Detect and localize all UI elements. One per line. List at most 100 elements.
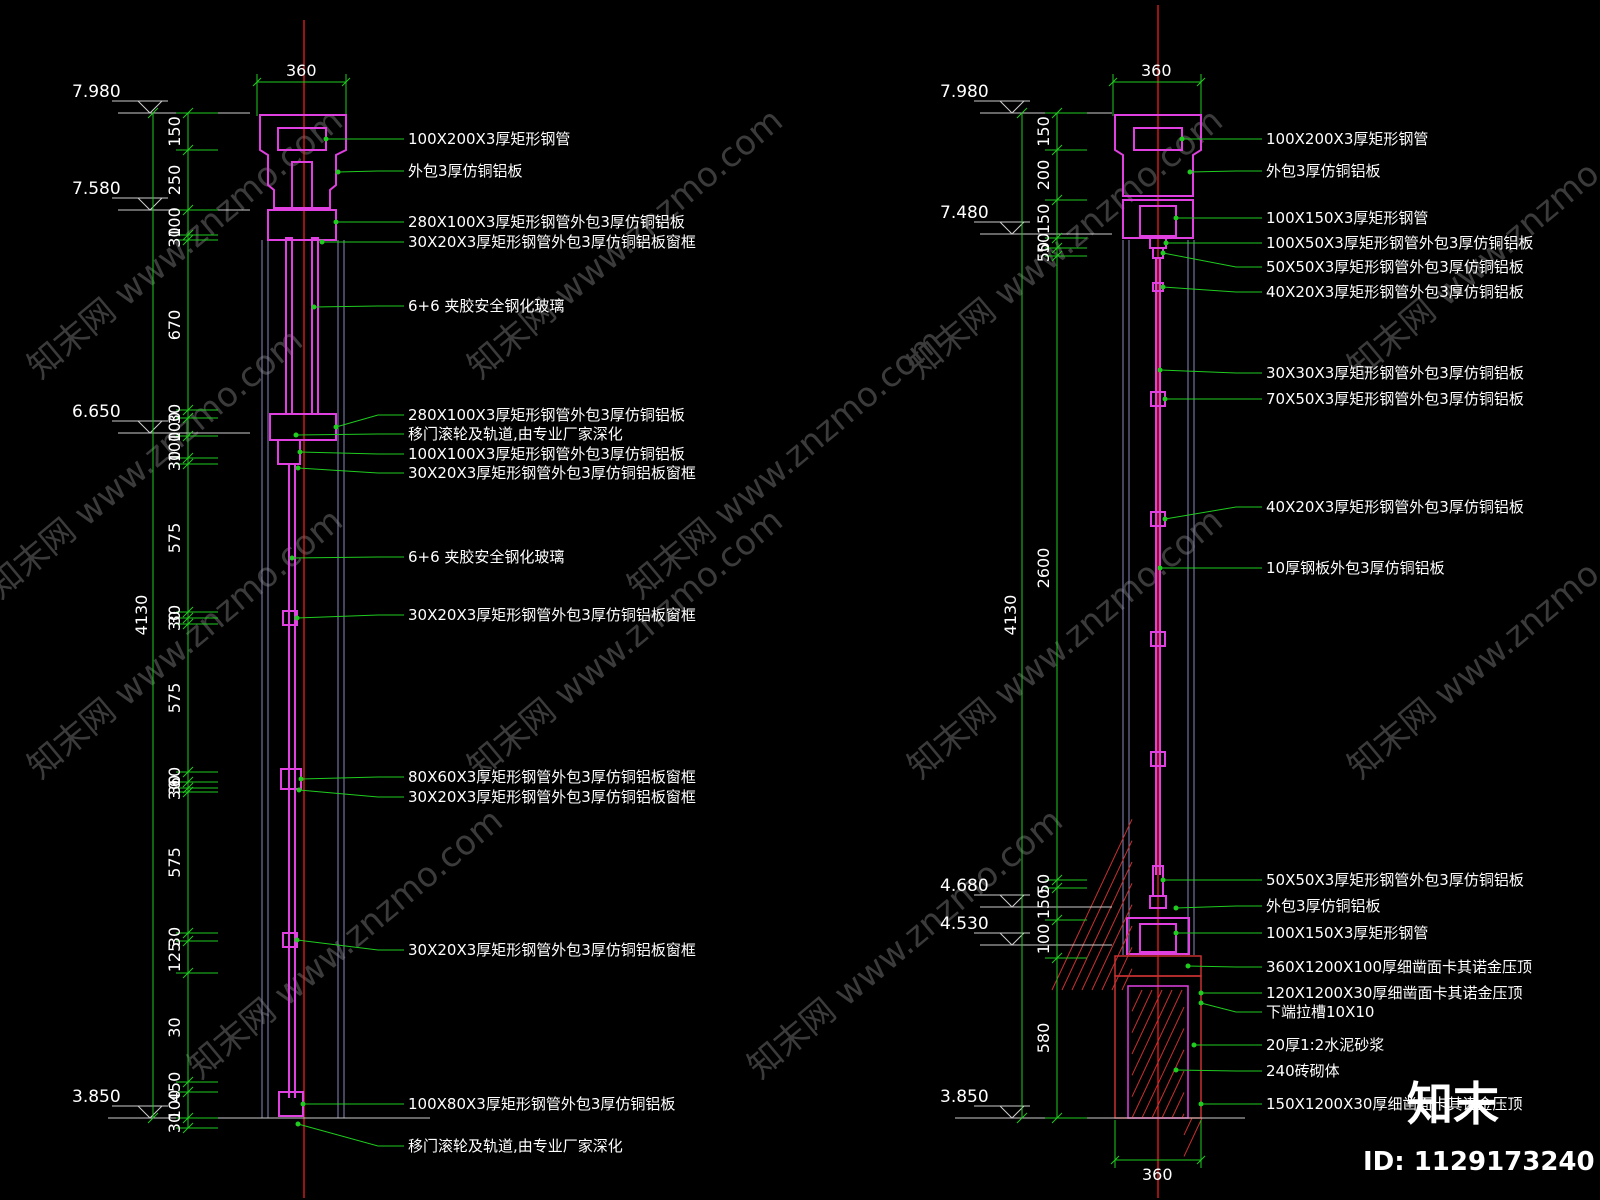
right-bottom-width-label: 360 xyxy=(1142,1165,1173,1184)
right-top-width-dimension xyxy=(1108,74,1206,116)
dimension-label: 30 xyxy=(165,1113,184,1133)
callout-label: 移门滚轮及轨道,由专业厂家深化 xyxy=(408,425,623,443)
level-label: 7.580 xyxy=(72,179,121,199)
dimension-label: 100 xyxy=(165,1090,184,1121)
dimension-label: 100 xyxy=(165,432,184,463)
callout-leader xyxy=(335,414,404,428)
callout-leader xyxy=(1159,369,1262,374)
callout-label: 100X150X3厚矩形钢管 xyxy=(1266,209,1428,227)
watermark-text: 知末网 www.znzmo.com xyxy=(900,500,1231,786)
dimension-label: 575 xyxy=(165,683,184,714)
brick-hatch-line xyxy=(1183,1117,1203,1157)
callout-leader xyxy=(1164,506,1262,520)
brick-hatch-line xyxy=(1181,1113,1185,1119)
callout-label: 100X200X3厚矩形钢管 xyxy=(1266,130,1428,148)
callout-label: 150X1200X30厚细凿面卡其诺金压顶 xyxy=(1266,1095,1522,1113)
overall-dimension-label: 4130 xyxy=(132,595,151,636)
brick-hatch-line xyxy=(1131,1006,1185,1119)
callout-dot xyxy=(294,615,300,621)
callout-dot xyxy=(323,136,329,142)
callout-label: 30X20X3厚矩形钢管外包3厚仿铜铝板窗框 xyxy=(408,788,696,806)
callout-dot xyxy=(333,424,339,430)
brick-hatch-line xyxy=(1111,947,1133,991)
callout-dot xyxy=(1157,565,1163,571)
right-bottom-width-dimension xyxy=(1110,1120,1206,1168)
callout-label: 100X50X3厚矩形钢管外包3厚仿铜铝板 xyxy=(1266,234,1533,252)
level-label: 7.480 xyxy=(940,203,989,223)
right-masonry-base xyxy=(1051,819,1203,1157)
dimension-label: 50 xyxy=(1034,874,1053,894)
left-callouts: 100X200X3厚矩形钢管外包3厚仿铜铝板280X100X3厚矩形钢管外包3厚… xyxy=(289,130,696,1155)
callout-label: 100X200X3厚矩形钢管 xyxy=(408,130,570,148)
watermark-text: 知末网 www.znzmo.com xyxy=(460,500,791,786)
callout-label: 100X100X3厚矩形钢管外包3厚仿铜铝板 xyxy=(408,445,685,463)
dimension-label: 575 xyxy=(165,847,184,878)
brick-hatch-line xyxy=(1131,989,1183,1097)
level-triangle xyxy=(137,197,163,211)
dimension-label: 30 xyxy=(165,451,184,471)
callout-leader xyxy=(295,433,404,436)
callout-dot xyxy=(297,449,303,455)
left-dimension-chain: 1502501003067030100100305753030575603030… xyxy=(132,107,218,1134)
callout-dot xyxy=(1160,284,1166,290)
callout-label: 120X1200X30厚细凿面卡其诺金压顶 xyxy=(1266,984,1522,1002)
callout-label: 240砖砌体 xyxy=(1266,1062,1340,1080)
dimension-label: 30 xyxy=(165,775,184,795)
level-triangle xyxy=(999,221,1025,235)
callout-label: 下端拉槽10X10 xyxy=(1266,1003,1374,1021)
level-triangle xyxy=(137,1105,163,1119)
callout-dot xyxy=(300,1101,306,1107)
callout-leader xyxy=(297,467,404,474)
callout-dot xyxy=(1160,877,1166,883)
dimension-label: 125 xyxy=(165,942,184,973)
brick-hatch-line xyxy=(1061,840,1133,991)
left-top-width-label: 360 xyxy=(286,61,317,80)
dimension-label: 580 xyxy=(1034,1023,1053,1054)
brick-hatch-line xyxy=(1151,1049,1185,1119)
level-triangle xyxy=(999,932,1025,946)
callout-label: 280X100X3厚矩形钢管外包3厚仿铜铝板 xyxy=(408,406,685,424)
brick-hatch-line xyxy=(1171,1092,1185,1119)
level-label: 4.530 xyxy=(940,914,989,934)
callout-leader xyxy=(1162,286,1262,293)
callout-label: 30X30X3厚矩形钢管外包3厚仿铜铝板 xyxy=(1266,364,1524,382)
callout-leader xyxy=(313,305,404,308)
callout-label: 30X20X3厚矩形钢管外包3厚仿铜铝板窗框 xyxy=(408,606,696,624)
callout-leader xyxy=(1189,170,1262,173)
brick-hatch-line xyxy=(1071,861,1133,991)
callout-dot xyxy=(1157,367,1163,373)
callout-label: 360X1200X100厚细凿面卡其诺金压顶 xyxy=(1266,958,1532,976)
callout-dot xyxy=(296,787,302,793)
callout-label: 6+6 夹胶安全钢化玻璃 xyxy=(408,548,564,566)
level-label: 4.680 xyxy=(940,876,989,896)
callout-dot xyxy=(1185,963,1191,969)
callout-leader xyxy=(1162,252,1262,268)
callout-label: 50X50X3厚矩形钢管外包3厚仿铜铝板 xyxy=(1266,871,1524,889)
dimension-label: 150 xyxy=(165,116,184,147)
dimension-label: 30 xyxy=(165,927,184,947)
callout-label: 40X20X3厚矩形钢管外包3厚仿铜铝板 xyxy=(1266,498,1524,516)
callout-label: 30X20X3厚矩形钢管外包3厚仿铜铝板窗框 xyxy=(408,233,696,251)
brick-hatch-line xyxy=(1131,989,1153,1033)
callout-label: 10厚钢板外包3厚仿铜铝板 xyxy=(1266,559,1445,577)
callout-leader xyxy=(299,451,404,455)
dimension-label: 100 xyxy=(165,207,184,238)
level-triangle xyxy=(999,1105,1025,1119)
callout-dot xyxy=(1173,930,1179,936)
callout-leader xyxy=(1175,905,1262,909)
dimension-label: 50 xyxy=(1034,233,1053,253)
dimension-label: 30 xyxy=(165,611,184,631)
dimension-label: 150 xyxy=(1034,204,1053,235)
callout-label: 30X20X3厚矩形钢管外包3厚仿铜铝板窗框 xyxy=(408,941,696,959)
left-frame-lines xyxy=(261,240,345,1118)
watermark-text: 知末网 www.znzmo.com xyxy=(740,800,1071,1086)
brick-hatch-line xyxy=(1183,1117,1193,1136)
callout-dot xyxy=(1162,516,1168,522)
callout-label: 80X60X3厚矩形钢管外包3厚仿铜铝板窗框 xyxy=(408,768,696,786)
callout-label: 外包3厚仿铜铝板 xyxy=(1266,162,1381,180)
level-triangle xyxy=(999,894,1025,908)
dimension-label: 450 xyxy=(165,1072,184,1103)
callout-leader xyxy=(1175,1069,1262,1072)
callout-label: 20厚1:2水泥砂浆 xyxy=(1266,1036,1384,1054)
